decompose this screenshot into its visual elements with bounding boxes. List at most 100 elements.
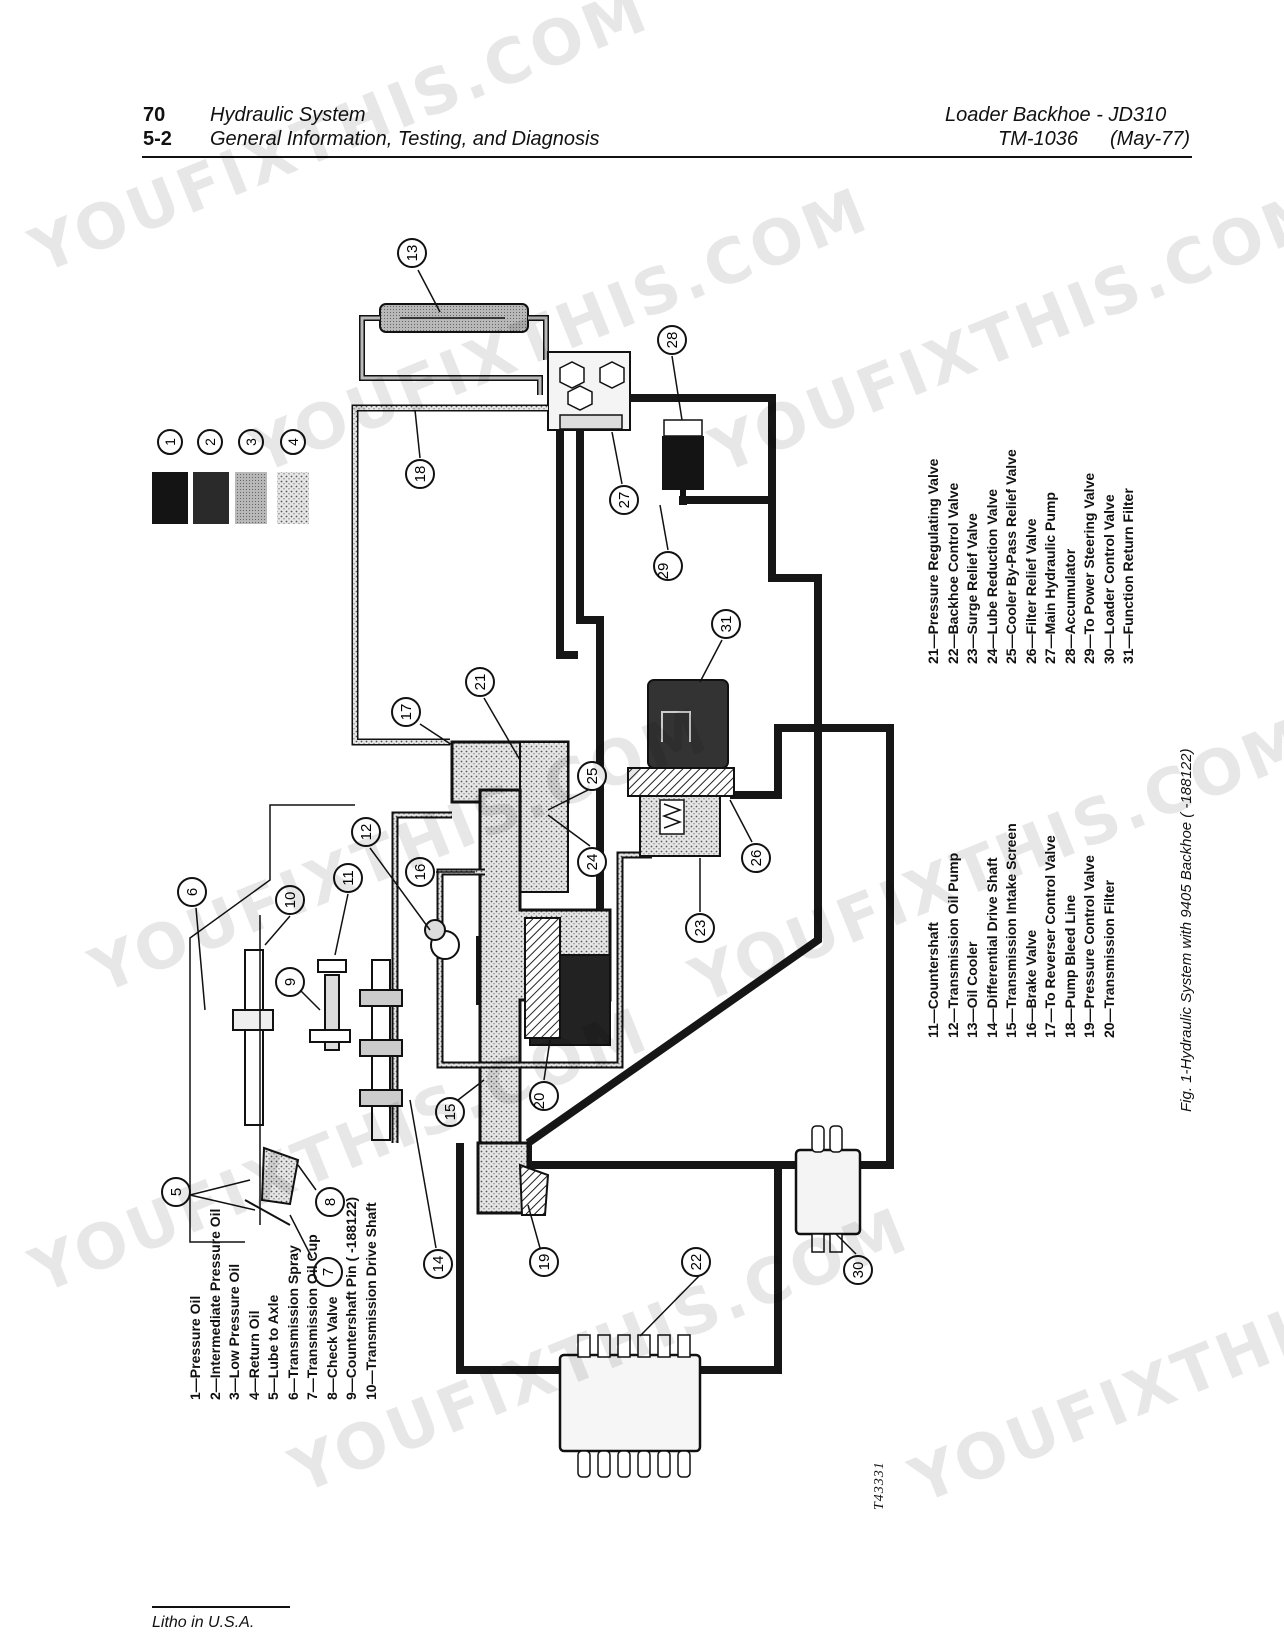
callout-30: 30 (835, 1233, 873, 1285)
svg-text:8: 8 (322, 1198, 339, 1206)
legend-item: 27—Main Hydraulic Pump (1042, 492, 1058, 664)
svg-text:9: 9 (282, 978, 299, 986)
legend-item: 7—Transmission Oil Cup (304, 1234, 320, 1400)
callout-26: 26 (729, 799, 771, 873)
legend-item: 10—Transmission Drive Shaft (362, 1202, 379, 1400)
swatch-label-1: 1 (162, 438, 178, 446)
figure-number: T43331 (872, 1461, 887, 1510)
section-title: Hydraulic System (210, 104, 366, 126)
callout-27: 27 (609, 431, 639, 515)
callout-23: 23 (685, 858, 715, 943)
swatch-label-2: 2 (202, 438, 218, 446)
legend-item: 24—Lube Reduction Valve (983, 488, 1000, 664)
svg-text:15: 15 (442, 1104, 459, 1121)
svg-text:12: 12 (358, 824, 375, 841)
footer-text: Litho in U.S.A. (152, 1614, 255, 1631)
callout-15: 15 (435, 1079, 485, 1127)
manual-date: (May-77) (1110, 128, 1191, 150)
callout-29: 29 (653, 504, 683, 581)
svg-text:17: 17 (398, 704, 415, 721)
svg-text:11: 11 (340, 870, 357, 886)
callout-8: 8 (297, 1164, 345, 1217)
swatch-low-pressure-oil (235, 472, 267, 524)
callout-13: 13 (397, 238, 441, 313)
swatch-callout-3 (238, 429, 264, 455)
callout-25: 25 (547, 761, 607, 811)
callout-18: 18 (405, 409, 435, 489)
swatch-label-4: 4 (285, 438, 301, 446)
transmission-gears (232, 919, 460, 1141)
callout-6: 6 (177, 877, 207, 1011)
section-number: 5-2 (143, 128, 172, 150)
svg-text:10: 10 (282, 892, 299, 909)
pressure-control-valve (518, 1163, 550, 1216)
swatch-label-3: 3 (243, 438, 259, 446)
legend-swatches: 1 2 3 4 (152, 429, 309, 524)
swatch-callout-4 (280, 429, 306, 455)
legend-item: 8—Check Valve (323, 1296, 340, 1400)
legend-item: 9—Countershaft Pin ( -188122) (343, 1196, 359, 1400)
svg-text:18: 18 (412, 466, 429, 483)
svg-text:7: 7 (320, 1268, 337, 1276)
callout-10: 10 (264, 885, 305, 946)
legend-item: 21—Pressure Regulating Valve (925, 458, 941, 664)
swatch-callout-2 (197, 429, 223, 455)
loader-control-valve (794, 1125, 862, 1253)
svg-text:29: 29 (655, 563, 672, 580)
swatch-intermediate-oil (193, 472, 229, 524)
callout-9: 9 (275, 967, 321, 1011)
callout-21: 21 (465, 667, 521, 761)
svg-text:26: 26 (748, 850, 765, 867)
function-return-filter (627, 679, 735, 857)
svg-text:19: 19 (536, 1254, 553, 1271)
callout-14: 14 (409, 1099, 453, 1279)
svg-text:28: 28 (664, 332, 681, 349)
legend-item: 26—Filter Relief Valve (1022, 518, 1039, 664)
callout-16: 16 (405, 857, 475, 887)
svg-text:14: 14 (430, 1256, 447, 1273)
svg-text:13: 13 (404, 245, 421, 262)
swatch-callout-1 (157, 429, 183, 455)
oil-cooler (359, 303, 549, 395)
callouts: 5 6 7 8 9 10 11 12 13 14 15 16 17 18 19 … (161, 238, 873, 1337)
pump-bleed-line (351, 404, 548, 746)
callout-5: 5 (161, 1177, 256, 1211)
legend-item: 22—Backhoe Control Valve (944, 482, 961, 664)
manual-code: TM-1036 (998, 128, 1079, 150)
svg-text:25: 25 (584, 768, 601, 785)
callout-28: 28 (657, 325, 687, 421)
header-rule (142, 156, 1192, 158)
swatch-pressure-oil (152, 472, 188, 524)
legend-item: 30—Loader Control Valve (1100, 494, 1117, 664)
legend-item: 28—Accumulator (1061, 548, 1078, 664)
section-subtitle: General Information, Testing, and Diagno… (210, 128, 600, 150)
manual-title: Loader Backhoe - JD310 (945, 104, 1167, 126)
callout-7: 7 (289, 1214, 343, 1287)
transmission-oil-cup (244, 1146, 300, 1226)
svg-text:16: 16 (412, 864, 429, 881)
legend-item: 6—Transmission Spray (284, 1245, 301, 1400)
callout-11: 11 (333, 863, 363, 956)
backhoe-control-valve (558, 1334, 702, 1478)
legend-item: 23—Surge Relief Valve (964, 513, 980, 664)
svg-text:22: 22 (688, 1254, 705, 1271)
svg-text:6: 6 (184, 888, 201, 896)
legend-item: 31—Function Return Filter (1120, 488, 1136, 664)
swatch-return-oil (277, 472, 309, 524)
svg-text:30: 30 (850, 1262, 867, 1279)
svg-text:27: 27 (616, 492, 633, 509)
callout-22: 22 (639, 1247, 711, 1337)
svg-text:23: 23 (692, 920, 709, 937)
legend-right: 21—Pressure Regulating Valve 22—Backhoe … (924, 449, 1139, 664)
callout-17: 17 (391, 697, 453, 746)
legend-item: 29—To Power Steering Valve (1081, 472, 1097, 664)
callout-24: 24 (547, 814, 607, 877)
legend-item: 25—Cooler By-Pass Relief Valve (1003, 449, 1019, 664)
svg-text:24: 24 (584, 854, 601, 871)
legend-item: 5—Lube to Axle (265, 1294, 281, 1400)
svg-text:31: 31 (718, 616, 735, 633)
svg-text:21: 21 (472, 674, 489, 691)
footer-rule (152, 1606, 290, 1608)
callout-20: 20 (529, 1039, 559, 1111)
accumulator (662, 419, 704, 505)
